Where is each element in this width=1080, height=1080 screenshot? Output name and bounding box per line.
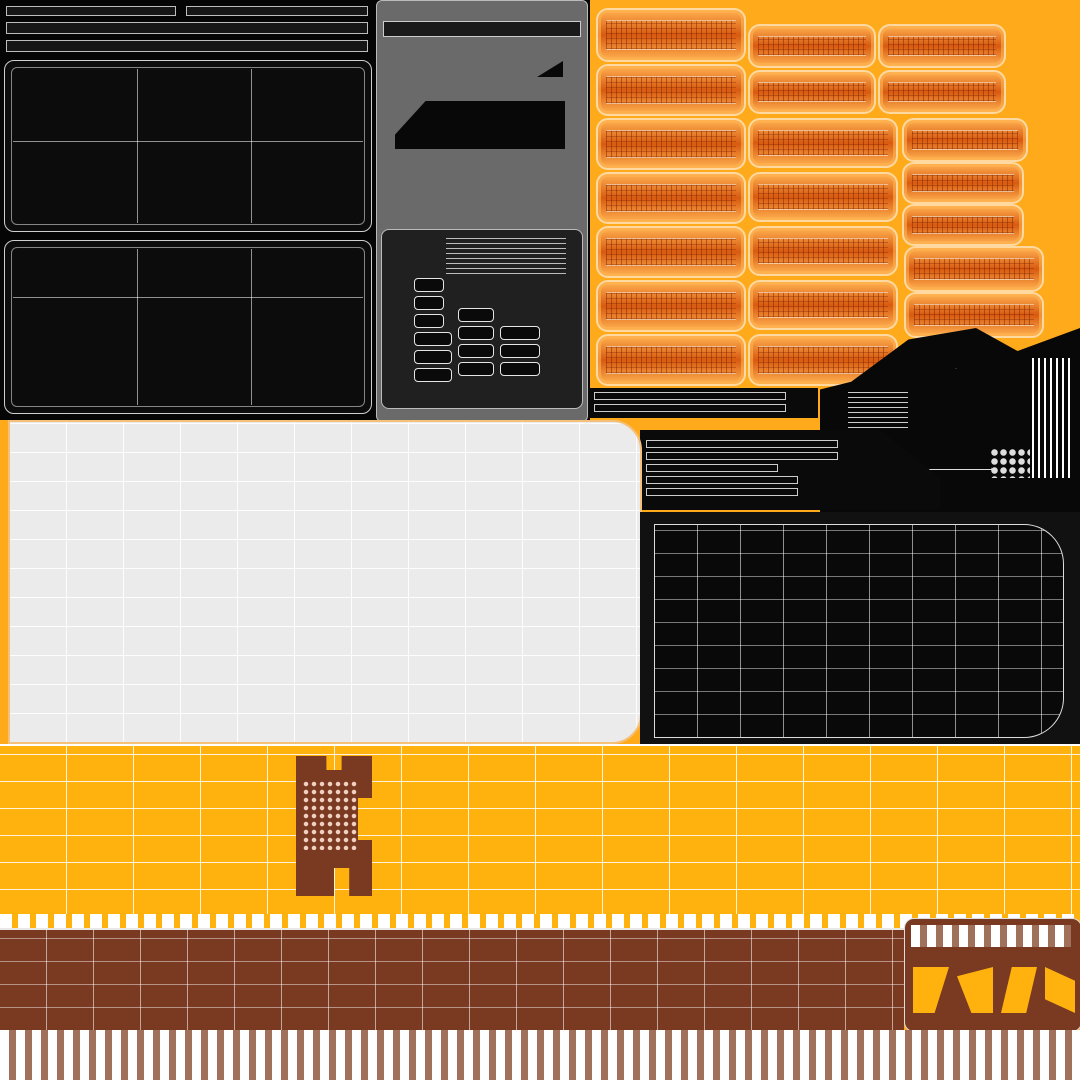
uv-brown-band	[0, 928, 904, 1030]
uv-pill-12	[902, 162, 1024, 204]
uv-pill-9	[902, 118, 1028, 162]
uv-pill-17	[596, 280, 746, 332]
uv-black-panel-right	[654, 524, 1064, 738]
uv-pill-14	[596, 226, 746, 278]
uv-pill-3	[878, 24, 1006, 68]
uv-pill-18	[748, 280, 898, 330]
uv-dark-strip-mid	[588, 388, 818, 418]
uv-white-panel	[8, 420, 642, 744]
uv-pill-10	[596, 172, 746, 224]
uv-pill-8	[748, 118, 898, 168]
uv-gray-panel	[376, 0, 588, 422]
uv-black-panel-top	[4, 60, 372, 232]
uv-strip-top-4	[6, 40, 368, 52]
uv-pill-6	[878, 70, 1006, 114]
uv-pill-5	[748, 70, 876, 114]
uv-yellow-band	[0, 744, 1080, 918]
uv-comb-upper	[0, 914, 1080, 928]
uv-strip-top-2	[186, 6, 368, 16]
uv-pill-13	[902, 204, 1024, 246]
uv-dot-grid	[302, 780, 358, 850]
uv-pill-2	[748, 24, 876, 68]
uv-pill-4	[596, 64, 746, 116]
uv-pill-20	[596, 334, 746, 386]
uv-pill-15	[748, 226, 898, 276]
uv-corner-block	[904, 918, 1080, 1032]
uv-black-panel-bottom	[4, 240, 372, 414]
uv-comb-bottom	[0, 1030, 1080, 1080]
uv-pill-16	[904, 246, 1044, 292]
uv-pill-11	[748, 172, 898, 222]
uv-strip-top-1	[6, 6, 176, 16]
uv-strip-top-3	[6, 22, 368, 34]
uv-pill-19	[904, 292, 1044, 338]
uv-pill-1	[596, 8, 746, 62]
uv-pill-7	[596, 118, 746, 170]
uv-dark-strip-lower	[640, 430, 940, 510]
